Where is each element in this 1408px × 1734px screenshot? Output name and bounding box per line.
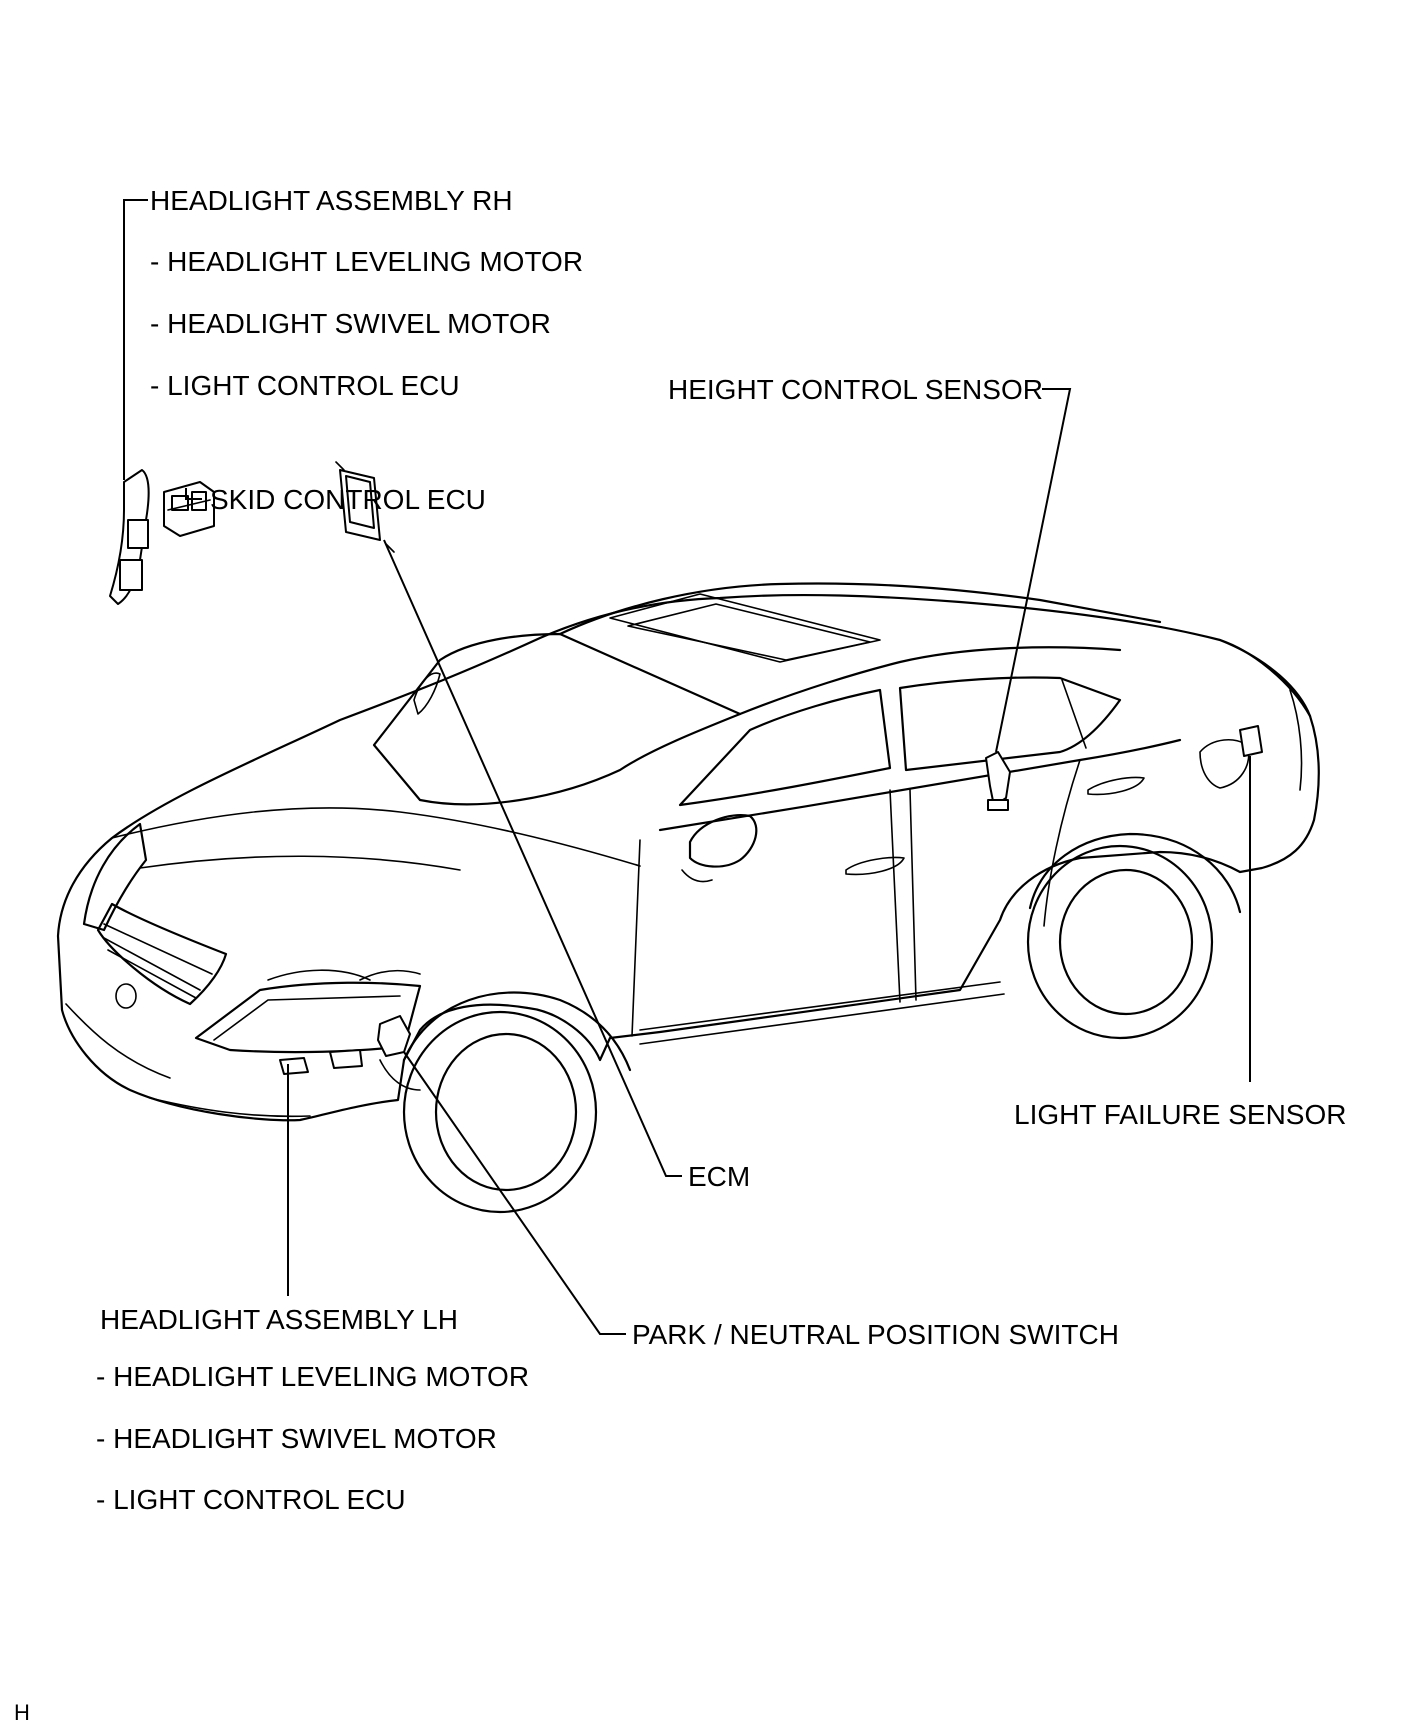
light-failure-sensor-component: [1239, 725, 1263, 757]
label-headlight-lh: HEADLIGHT ASSEMBLY LH: [100, 1304, 458, 1335]
leader-height-control-sensor: [995, 388, 1072, 753]
label-headlight-rh-light-control-ecu: - LIGHT CONTROL ECU: [150, 370, 460, 401]
label-headlight-lh-swivel-motor: - HEADLIGHT SWIVEL MOTOR: [96, 1423, 497, 1454]
front-side-window: [678, 688, 892, 807]
front-wheel: [402, 991, 632, 1214]
side-mirror: [688, 814, 758, 868]
headlight-rh-shape: [82, 822, 148, 932]
label-height-control-sensor: HEIGHT CONTROL SENSOR: [668, 374, 1043, 405]
skid-control-ecu-component: [163, 481, 215, 537]
leader-headlight-rh: [123, 199, 148, 480]
windshield: [372, 632, 742, 806]
label-headlight-lh-leveling-motor: - HEADLIGHT LEVELING MOTOR: [96, 1361, 529, 1392]
headlight-rh-component: [109, 469, 150, 605]
front-door-handle: [845, 856, 905, 876]
headlight-lh-component: [279, 1049, 363, 1075]
rear-side-window: [898, 676, 1122, 772]
height-control-sensor-component: [985, 751, 1011, 811]
label-headlight-rh-leveling-motor: - HEADLIGHT LEVELING MOTOR: [150, 246, 583, 277]
labels: HEADLIGHT ASSEMBLY RH - HEADLIGHT LEVELI…: [14, 185, 1346, 1725]
leader-lines: [123, 199, 1251, 1335]
corner-mark: H: [14, 1700, 30, 1725]
fuel-door: [1199, 739, 1250, 789]
car-illustration: [56, 582, 1320, 1214]
ecm-component: [335, 461, 395, 553]
label-headlight-rh-swivel-motor: - HEADLIGHT SWIVEL MOTOR: [150, 308, 551, 339]
leader-park-neutral-switch: [403, 1051, 626, 1335]
label-light-failure-sensor: LIGHT FAILURE SENSOR: [1014, 1099, 1346, 1130]
leader-skid-control-ecu: [185, 488, 202, 500]
car-body-outline: [56, 593, 1320, 1122]
leader-ecm: [383, 539, 682, 1177]
park-neutral-switch-component: [377, 1015, 411, 1057]
grille: [96, 902, 228, 1006]
rear-wheel: [1026, 832, 1242, 1040]
label-park-neutral-switch: PARK / NEUTRAL POSITION SWITCH: [632, 1319, 1119, 1350]
label-ecm: ECM: [688, 1161, 750, 1192]
rear-door-handle: [1087, 776, 1145, 796]
label-skid-control-ecu: SKID CONTROL ECU: [210, 484, 486, 515]
sunroof: [609, 593, 881, 663]
label-headlight-rh: HEADLIGHT ASSEMBLY RH: [150, 185, 513, 216]
label-headlight-lh-light-control-ecu: - LIGHT CONTROL ECU: [96, 1484, 406, 1515]
